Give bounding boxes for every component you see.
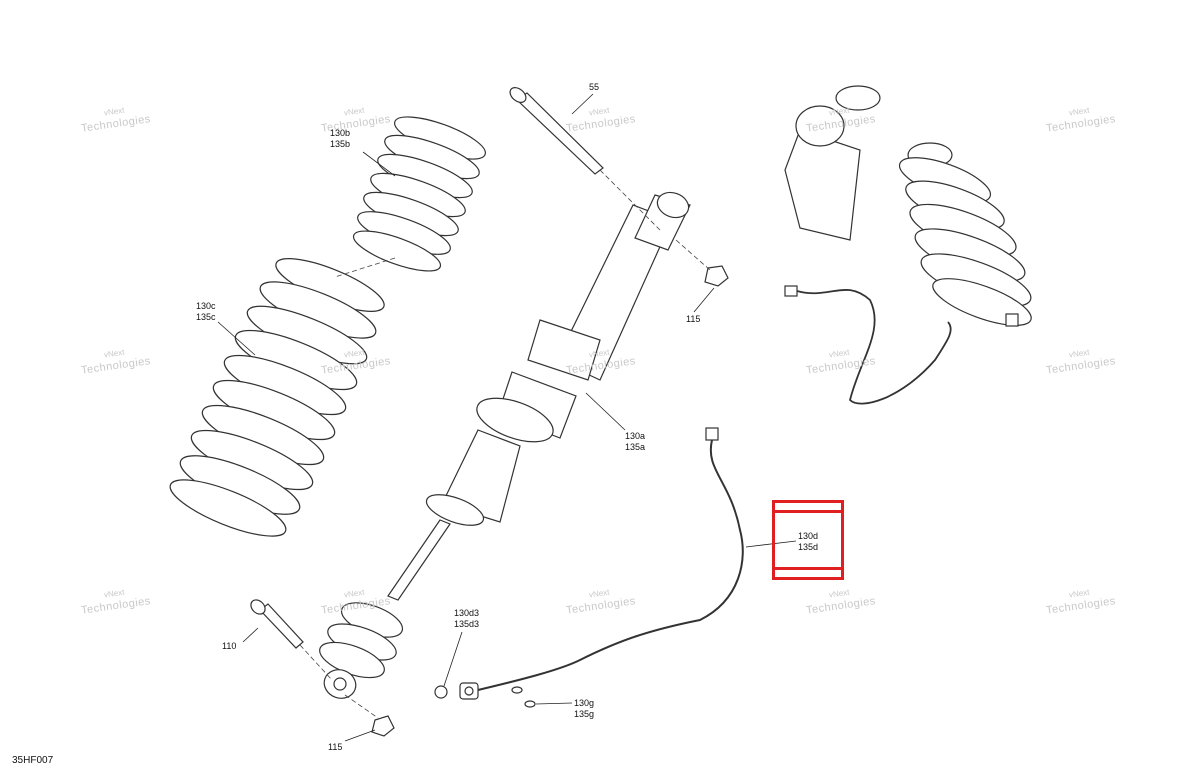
callout-130b-135b[interactable]: 130b 135b — [330, 128, 351, 149]
callout-115-bottom[interactable]: 115 — [328, 742, 343, 752]
sensor-cable-130d — [459, 427, 744, 708]
callout-130d-135d[interactable]: 130d 135d — [798, 531, 819, 552]
callout-115-top[interactable]: 115 — [686, 314, 701, 324]
callout-110[interactable]: 110 — [222, 641, 237, 651]
shock-absorber — [319, 191, 691, 699]
figure-code: 35HF007 — [12, 755, 54, 766]
upper-coil-spring — [352, 116, 486, 272]
callout-130a-135a[interactable]: 130a 135a — [625, 431, 646, 452]
assembly-dashes — [299, 169, 711, 719]
bolt-110 — [250, 599, 304, 649]
assembled-shock-view — [784, 85, 1032, 405]
bolt-55 — [509, 87, 604, 175]
callout-130c-135c[interactable]: 130c 135c — [196, 301, 216, 322]
lower-coil-spring — [169, 258, 385, 537]
nut-115-bottom — [371, 715, 395, 737]
callout-highlight-box — [772, 500, 844, 580]
nut-115-top — [704, 265, 729, 287]
leader-lines — [217, 93, 797, 742]
callout-130g-135g[interactable]: 130g 135g — [574, 698, 595, 719]
callout-130d3-135d3[interactable]: 130d3 135d3 — [454, 608, 480, 629]
o-ring-130d3 — [434, 685, 448, 699]
callout-55[interactable]: 55 — [589, 82, 600, 92]
